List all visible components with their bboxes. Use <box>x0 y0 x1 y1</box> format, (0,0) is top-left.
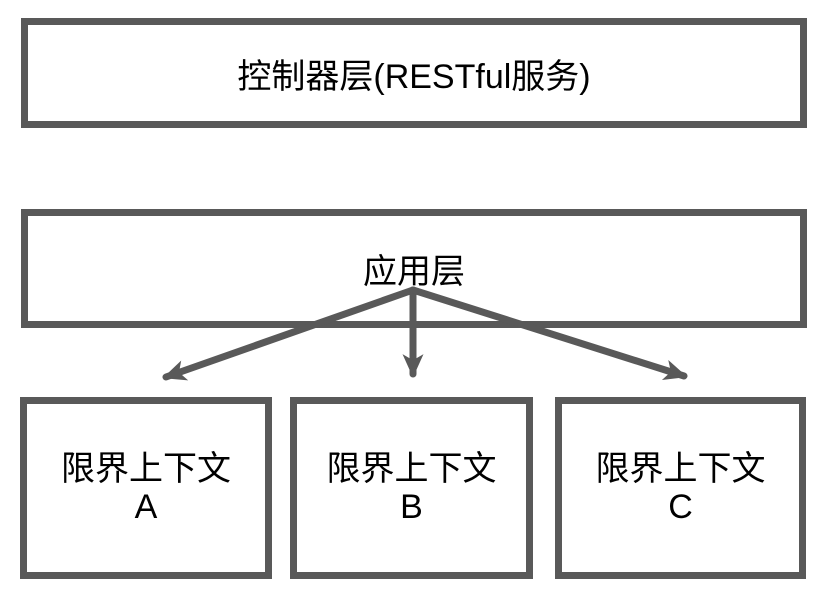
bounded-context-a-suffix: A <box>134 488 158 526</box>
controller-layer-label: 控制器层(RESTful服务) <box>237 57 591 96</box>
bounded-context-c-suffix: C <box>668 488 693 526</box>
controller-layer-box: 控制器层(RESTful服务) <box>21 18 807 128</box>
bounded-context-a-name: 限界上下文 <box>61 450 231 488</box>
bounded-context-b-name: 限界上下文 <box>326 450 497 488</box>
bounded-context-b-box: 限界上下文 B <box>290 397 533 579</box>
bounded-context-a-box: 限界上下文 A <box>20 397 272 579</box>
bounded-context-a-label: 限界上下文 A <box>61 450 231 526</box>
bounded-context-c-name: 限界上下文 <box>595 450 766 488</box>
bounded-context-c-label: 限界上下文 C <box>596 450 766 526</box>
application-layer-label: 应用层 <box>363 253 465 291</box>
application-layer-box: 应用层 <box>21 209 807 328</box>
bounded-context-b-label: 限界上下文 B <box>327 450 497 526</box>
bounded-context-c-box: 限界上下文 C <box>555 397 806 579</box>
bounded-context-b-suffix: B <box>400 488 423 526</box>
